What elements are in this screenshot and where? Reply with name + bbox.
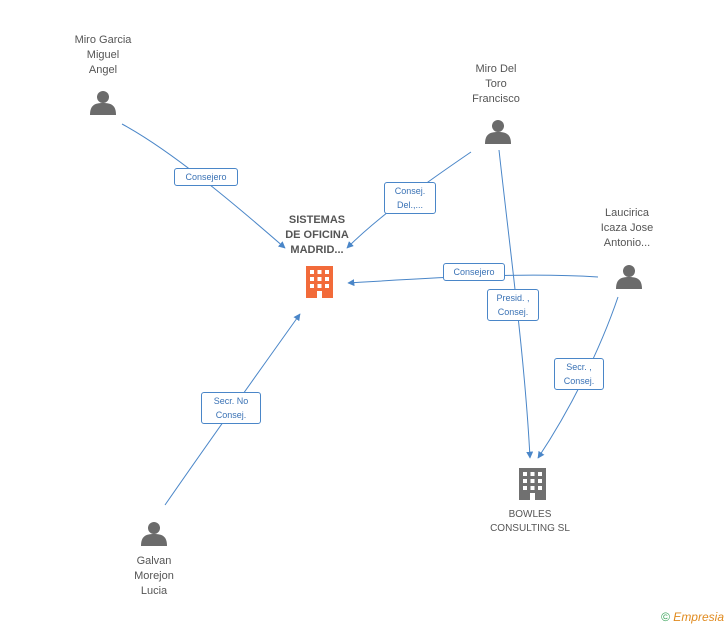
company-label-bowles[interactable]: BOWLES CONSULTING SL — [490, 509, 570, 534]
edge-label-consejero[interactable]: Consejero — [443, 263, 505, 281]
edge-label-presid-consej[interactable]: Presid. , Consej. — [487, 289, 539, 321]
person-label-miro-del-toro[interactable]: Miro Del Toro Francisco — [472, 63, 520, 105]
company-label-sistemas[interactable]: SISTEMAS DE OFICINA MADRID... — [285, 214, 349, 256]
building-icon[interactable] — [519, 468, 546, 500]
edge-label-consejero[interactable]: Consejero — [174, 168, 238, 186]
edge-miro-garcia-to-sistemas — [121, 123, 286, 249]
edge-label-consej-del[interactable]: Consej. Del.,... — [384, 182, 436, 214]
copyright-icon: © — [661, 610, 670, 624]
person-icon[interactable] — [90, 91, 116, 115]
person-label-miro-garcia[interactable]: Miro Garcia Miguel Angel — [74, 34, 132, 76]
empresia-logo: Empresia — [673, 610, 724, 624]
building-icon[interactable] — [306, 266, 333, 298]
person-icon[interactable] — [616, 265, 642, 289]
person-icon[interactable] — [141, 522, 167, 546]
edge-label-secr-consej[interactable]: Secr. , Consej. — [554, 358, 604, 390]
person-label-laucirica[interactable]: Laucirica Icaza Jose Antonio... — [600, 207, 654, 249]
empresia-credit: © Empresia — [661, 610, 724, 624]
person-icon[interactable] — [485, 120, 511, 144]
edge-label-secr-no-consej[interactable]: Secr. No Consej. — [201, 392, 261, 424]
person-label-galvan[interactable]: Galvan Morejon Lucia — [134, 555, 174, 597]
